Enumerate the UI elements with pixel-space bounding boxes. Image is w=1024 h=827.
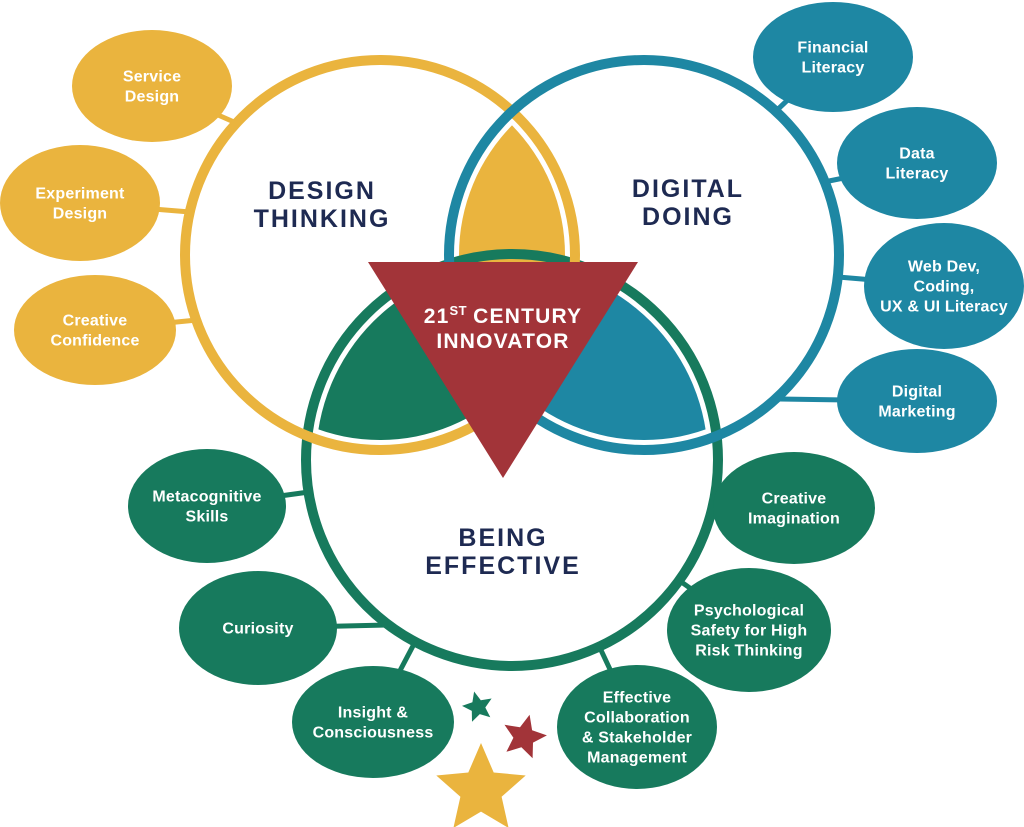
circle-title-line: BEING <box>458 524 547 552</box>
satellite-ellipse <box>72 30 232 142</box>
satellite-label-line: Web Dev, <box>908 259 980 276</box>
satellite-label-line: Literacy <box>886 166 949 183</box>
satellite-label-line: Effective <box>603 690 672 707</box>
center-label-line2-text: INNOVATOR <box>436 330 569 353</box>
center-triangle <box>368 262 638 478</box>
satellite-label-line: Curiosity <box>222 621 293 638</box>
satellite-label-line: Consciousness <box>313 725 434 742</box>
satellite-ellipse <box>292 666 454 778</box>
satellite-label-line: Experiment <box>35 186 125 203</box>
satellite-ellipse <box>557 665 717 789</box>
satellite-label-line: Confidence <box>50 333 139 350</box>
circle-title-line: DESIGN <box>268 177 376 205</box>
satellite-label-line: Skills <box>185 509 228 526</box>
satellite-label-line: Coding, <box>914 279 975 296</box>
satellite-label-line: Collaboration <box>584 710 690 727</box>
center-label-line2: INNOVATOR <box>436 330 569 353</box>
satellite-ellipse <box>837 107 997 219</box>
satellite-label-line: Digital <box>892 384 942 401</box>
circle-title-line: DOING <box>642 203 734 231</box>
satellite-label-line: Psychological <box>694 603 804 620</box>
stars <box>436 691 547 827</box>
satellite-label-line: & Stakeholder <box>582 730 692 747</box>
satellite-label: Curiosity <box>222 621 293 638</box>
green-star-icon <box>462 691 492 722</box>
satellite-label-line: Insight & <box>338 705 408 722</box>
satellite-label-line: Management <box>587 750 687 767</box>
satellite-label-line: UX & UI Literacy <box>880 299 1008 316</box>
satellite-label-line: Design <box>125 89 180 106</box>
satellite-ellipse <box>753 2 913 112</box>
satellite-ellipse <box>0 145 160 261</box>
satellite-label-line: Creative <box>762 491 827 508</box>
satellite-ellipse <box>713 452 875 564</box>
satellite-ellipse <box>837 349 997 453</box>
circle-outline-digital-doing <box>444 55 844 455</box>
center-label-rest: CENTURY <box>473 305 582 328</box>
satellite-label-line: Data <box>899 146 934 163</box>
circle-outline-being-effective <box>301 249 723 671</box>
lens-design-effective <box>316 264 565 440</box>
satellite-label-line: Creative <box>63 313 128 330</box>
center-label-superscript: ST <box>450 303 468 318</box>
circle-outlines <box>180 55 844 671</box>
circle-title-line: DIGITAL <box>632 175 744 203</box>
lens-digital-effective <box>459 264 708 440</box>
satellite-curiosity: Curiosity <box>179 571 337 685</box>
satellite-ellipse <box>667 568 831 692</box>
satellite-ellipse <box>128 449 286 563</box>
satellite-label-line: Service <box>123 69 181 86</box>
center-label-line1: 21ST CENTURY <box>424 303 583 328</box>
satellite-label-line: Safety for High <box>691 623 808 640</box>
satellite-label-line: Marketing <box>878 404 955 421</box>
satellite-ellipse <box>864 223 1024 349</box>
red-star-icon <box>504 714 547 759</box>
satellite-web-dev-coding-ux-ui-literacy: Web Dev, Coding, UX & UI Literacy <box>864 223 1024 349</box>
circle-title-line: EFFECTIVE <box>425 552 581 580</box>
circle-outline-design-thinking <box>180 55 580 455</box>
satellite-label-line: Metacognitive <box>152 489 261 506</box>
satellite-label-line: Design <box>53 206 108 223</box>
circle-title-line: THINKING <box>254 205 391 233</box>
satellite-label: Insight & Consciousness <box>313 705 434 742</box>
satellite-insight-consciousness: Insight & Consciousness <box>292 666 454 778</box>
yellow-star-icon <box>436 743 526 827</box>
satellite-label-line: Financial <box>797 40 868 57</box>
satellite-ellipse <box>179 571 337 685</box>
satellite-label: Web Dev, Coding, UX & UI Literacy <box>880 259 1008 316</box>
satellite-label-line: Imagination <box>748 511 840 528</box>
satellite-label-line: Literacy <box>802 60 865 77</box>
satellite-ellipse <box>14 275 176 385</box>
satellite-label-line: Risk Thinking <box>695 643 803 660</box>
center-label-num: 21 <box>424 305 450 328</box>
